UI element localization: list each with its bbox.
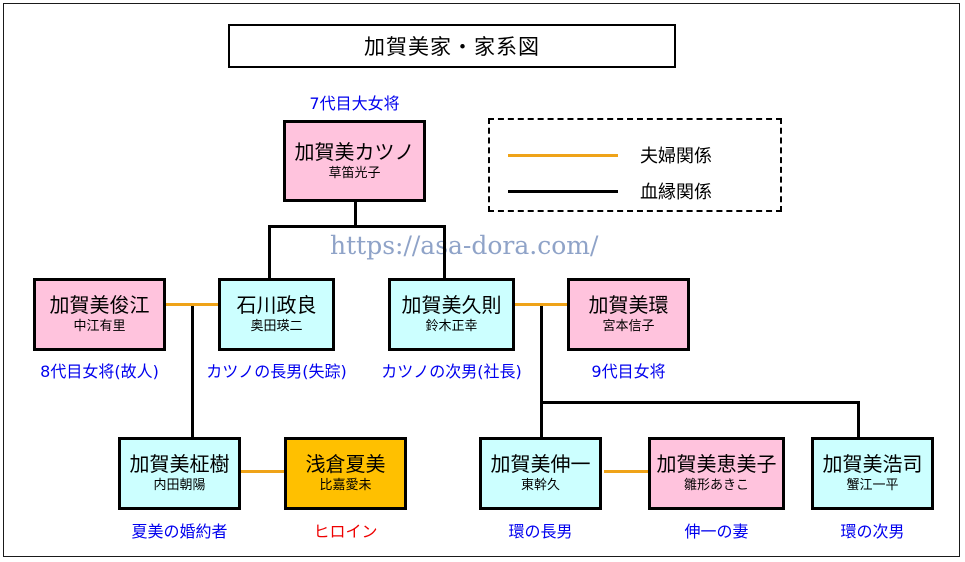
- person-actor-koji: 蟹江一平: [846, 478, 899, 494]
- outer-frame: [3, 3, 960, 557]
- marriage-line-shinichi-emiko: [604, 470, 649, 473]
- connector-to-hisanori: [443, 225, 446, 280]
- caption-toshie: 8代目女将(故人): [40, 362, 159, 381]
- diagram-title-box: 加賀美家・家系図: [228, 24, 676, 68]
- marriage-line-swatch: [508, 153, 618, 157]
- connector-hisanori-tamaki-down: [540, 303, 543, 403]
- caption-tamaki: 9代目女将: [591, 362, 666, 381]
- caption-katsuno: 7代目大女将: [309, 94, 400, 113]
- diagram-title: 加賀美家・家系図: [364, 35, 540, 59]
- person-box-masayoshi[interactable]: 石川政良 奥田瑛二: [218, 278, 335, 351]
- person-name-katsuno: 加賀美カツノ: [294, 139, 415, 164]
- connector-sibling-bar-top: [268, 225, 446, 228]
- person-box-hisanori[interactable]: 加賀美久則 鈴木正幸: [388, 278, 515, 351]
- marriage-line-masaki-natsumi: [240, 470, 285, 473]
- person-actor-toshie: 中江有里: [73, 319, 126, 335]
- connector-down-to-masaki: [191, 303, 194, 437]
- person-actor-shinichi: 東幹久: [520, 478, 560, 494]
- person-actor-tamaki: 宮本信子: [602, 319, 655, 335]
- connector-to-masayoshi: [268, 225, 271, 280]
- person-box-natsumi[interactable]: 浅倉夏美 比嘉愛未: [284, 437, 407, 510]
- person-box-shinichi[interactable]: 加賀美伸一 東幹久: [479, 437, 602, 510]
- person-name-koji: 加賀美浩司: [822, 452, 923, 477]
- person-actor-hisanori: 鈴木正幸: [425, 319, 478, 335]
- person-name-masaki: 加賀美柾樹: [129, 452, 230, 477]
- person-name-shinichi: 加賀美伸一: [490, 452, 591, 477]
- person-actor-katsuno: 草笛光子: [328, 165, 381, 181]
- connector-to-shinichi: [540, 401, 543, 437]
- person-box-koji[interactable]: 加賀美浩司 蟹江一平: [811, 437, 934, 510]
- caption-emiko: 伸一の妻: [684, 522, 749, 541]
- person-actor-natsumi: 比嘉愛未: [319, 478, 372, 494]
- person-name-hisanori: 加賀美久則: [401, 293, 502, 318]
- legend-row-marriage: 夫婦関係: [508, 142, 712, 168]
- person-actor-masayoshi: 奥田瑛二: [250, 319, 303, 335]
- person-actor-emiko: 雛形あきこ: [683, 478, 749, 494]
- caption-koji: 環の次男: [840, 522, 905, 541]
- legend-box: 夫婦関係 血縁関係: [488, 118, 782, 212]
- blood-line-swatch: [508, 189, 618, 193]
- caption-masayoshi: カツノの長男(失踪): [206, 362, 347, 381]
- caption-hisanori: カツノの次男(社長): [381, 362, 522, 381]
- person-name-masayoshi: 石川政良: [236, 293, 317, 318]
- legend-label-blood: 血縁関係: [640, 182, 712, 203]
- person-name-natsumi: 浅倉夏美: [305, 452, 386, 477]
- person-box-tamaki[interactable]: 加賀美環 宮本信子: [567, 278, 690, 351]
- person-box-masaki[interactable]: 加賀美柾樹 内田朝陽: [118, 437, 241, 510]
- legend-row-blood: 血縁関係: [508, 178, 712, 204]
- person-box-katsuno[interactable]: 加賀美カツノ 草笛光子: [283, 120, 426, 202]
- person-box-toshie[interactable]: 加賀美俊江 中江有里: [33, 278, 166, 351]
- marriage-line-hisanori-tamaki: [515, 303, 567, 306]
- caption-shinichi: 環の長男: [508, 522, 573, 541]
- connector-to-koji: [857, 401, 860, 437]
- person-actor-masaki: 内田朝陽: [153, 478, 206, 494]
- person-name-emiko: 加賀美恵美子: [656, 452, 777, 477]
- caption-masaki: 夏美の婚約者: [131, 522, 228, 541]
- connector-sibling-bar-bottom: [540, 401, 860, 404]
- person-name-toshie: 加賀美俊江: [49, 293, 150, 318]
- legend-label-marriage: 夫婦関係: [640, 146, 712, 167]
- person-box-emiko[interactable]: 加賀美恵美子 雛形あきこ: [648, 437, 785, 510]
- caption-natsumi: ヒロイン: [313, 522, 378, 541]
- marriage-line-toshie-masayoshi: [166, 303, 218, 306]
- person-name-tamaki: 加賀美環: [588, 293, 669, 318]
- watermark-url: https://asa-dora.com/: [330, 231, 599, 260]
- connector-katsuno-down: [354, 202, 357, 227]
